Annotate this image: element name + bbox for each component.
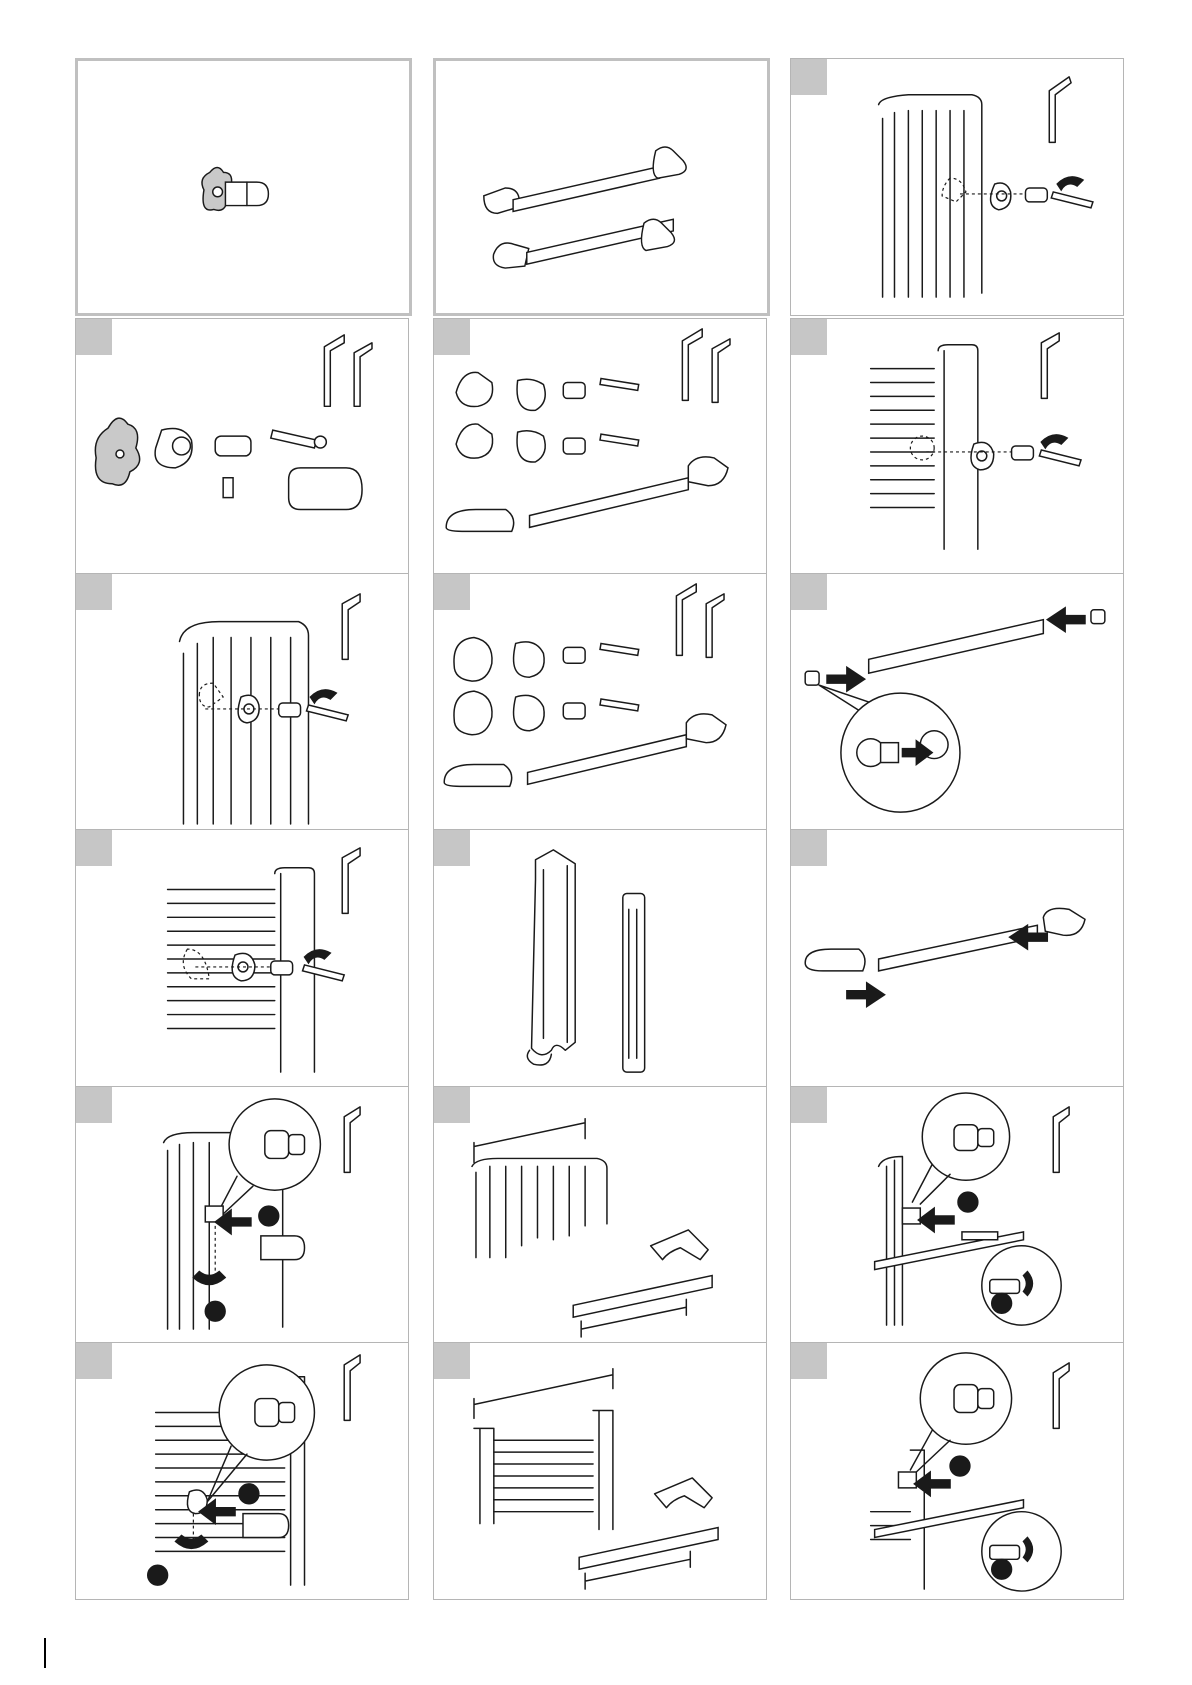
attach-rail-column-illustration <box>791 1087 1123 1343</box>
measure-cut-ladder-illustration <box>434 1343 766 1599</box>
panel-step-saw-and-ruler <box>433 829 767 1087</box>
panel-step-measure-cut-ladder <box>433 1342 767 1600</box>
panel-step-insert-end-caps <box>790 573 1124 831</box>
panel-hero-towel-rails <box>433 58 770 316</box>
rail-parts-a-illustration <box>434 319 766 575</box>
panel-step-measure-cut-column <box>433 1086 767 1344</box>
column-radiator-mount-illustration <box>791 59 1123 315</box>
insert-end-caps-illustration <box>791 574 1123 830</box>
attach-hook-ladder-illustration <box>76 1343 408 1599</box>
ladder-radiator-mount-illustration <box>791 319 1123 575</box>
rail-parts-b-illustration <box>434 574 766 830</box>
saw-and-ruler-illustration <box>434 830 766 1086</box>
measure-cut-column-illustration <box>434 1087 766 1343</box>
assemble-rail-illustration <box>791 830 1123 1086</box>
panel-step-attach-rail-column <box>790 1086 1124 1344</box>
panel-step-column-radiator-mount-2 <box>75 573 409 831</box>
panel-step-attach-hook-column <box>75 1086 409 1344</box>
panel-step-ladder-radiator-mount-2 <box>75 829 409 1087</box>
panel-step-rail-parts-a <box>433 318 767 576</box>
panel-hero-hook <box>75 58 412 316</box>
panel-step-rail-parts-b <box>433 573 767 831</box>
column-radiator-mount-2-illustration <box>76 574 408 830</box>
panel-step-attach-rail-ladder <box>790 1342 1124 1600</box>
hook-illustration <box>78 61 409 313</box>
attach-rail-ladder-illustration <box>791 1343 1123 1599</box>
panel-step-assemble-rail <box>790 829 1124 1087</box>
panel-step-attach-hook-ladder <box>75 1342 409 1600</box>
panel-step-column-radiator-mount <box>790 58 1124 316</box>
towel-rails-illustration <box>436 61 767 313</box>
panel-step-hook-parts <box>75 318 409 576</box>
ladder-radiator-mount-2-illustration <box>76 830 408 1086</box>
attach-hook-column-illustration <box>76 1087 408 1343</box>
hook-parts-illustration <box>76 319 408 575</box>
panel-step-ladder-radiator-mount <box>790 318 1124 576</box>
page-margin-rule <box>44 1638 46 1668</box>
